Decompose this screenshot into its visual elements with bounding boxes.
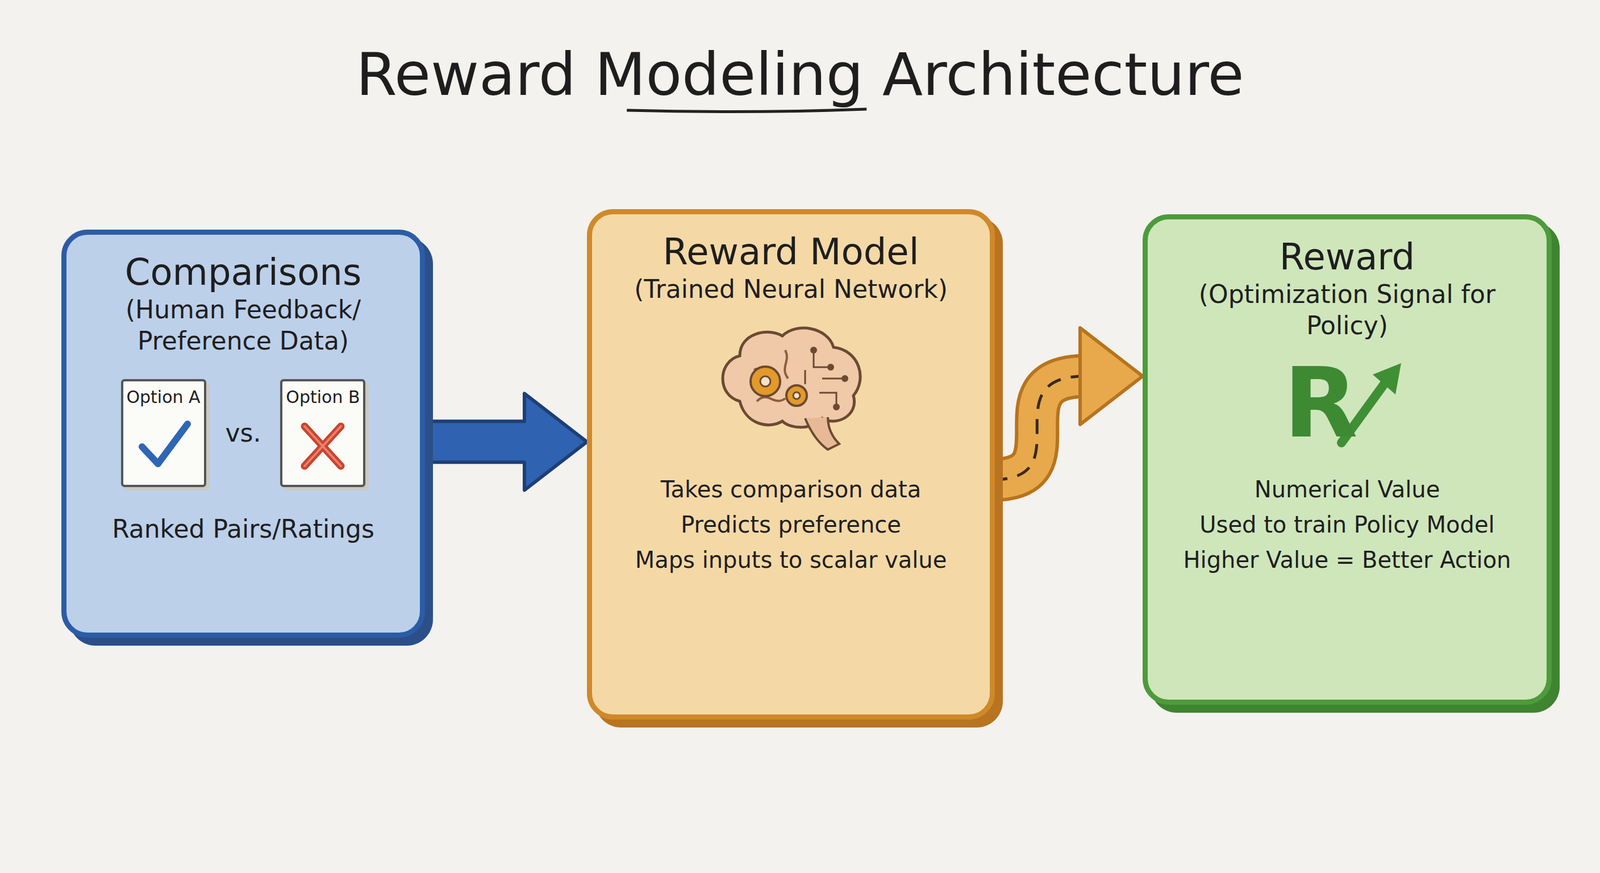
option-card: Option A — [121, 378, 207, 487]
title-bar: Reward Modeling Architecture — [0, 39, 1600, 110]
diagram-title: Reward Modeling Architecture — [355, 39, 1244, 110]
model-box: Reward Model(Trained Neural Network) Take… — [586, 209, 995, 720]
input-box: Comparisons(Human Feedback/ Preference D… — [61, 229, 425, 638]
box-body-line: Higher Value = Better Action — [1183, 542, 1512, 578]
box-body-line: Numerical Value — [1254, 471, 1441, 507]
option-label: Option B — [285, 386, 360, 407]
flow-arrow — [992, 327, 1143, 480]
box-body-line: Used to train Policy Model — [1199, 506, 1495, 543]
box-subtitle: (Optimization Signal for Policy) — [1188, 278, 1507, 341]
reward-letter: R — [1283, 354, 1358, 452]
box-heading: Reward — [1279, 236, 1415, 279]
box-body-line: Maps inputs to scalar value — [635, 542, 948, 578]
check-mark — [135, 413, 193, 477]
flow-arrow — [422, 393, 587, 490]
box-footer: Ranked Pairs/Ratings — [111, 509, 375, 549]
versus-text: vs. — [225, 418, 262, 448]
title-underline — [626, 109, 867, 112]
reward-box: Reward(Optimization Signal for Policy) RN… — [1142, 214, 1552, 705]
option-row: Option A vs. Option B — [121, 378, 366, 487]
box-subtitle: (Human Feedback/ Preference Data) — [109, 293, 377, 357]
option-label: Option A — [126, 386, 200, 407]
option-card: Option B — [280, 378, 366, 487]
box-heading: Comparisons — [125, 251, 362, 294]
brain-illustration — [705, 315, 877, 458]
box-heading: Reward Model — [663, 231, 920, 274]
box-subtitle: (Trained Neural Network) — [634, 273, 948, 305]
box-body-line: Predicts preference — [680, 506, 902, 543]
reward-icon: R — [1278, 348, 1416, 463]
cross-mark — [294, 413, 352, 477]
box-body-line: Takes comparison data — [660, 471, 922, 507]
